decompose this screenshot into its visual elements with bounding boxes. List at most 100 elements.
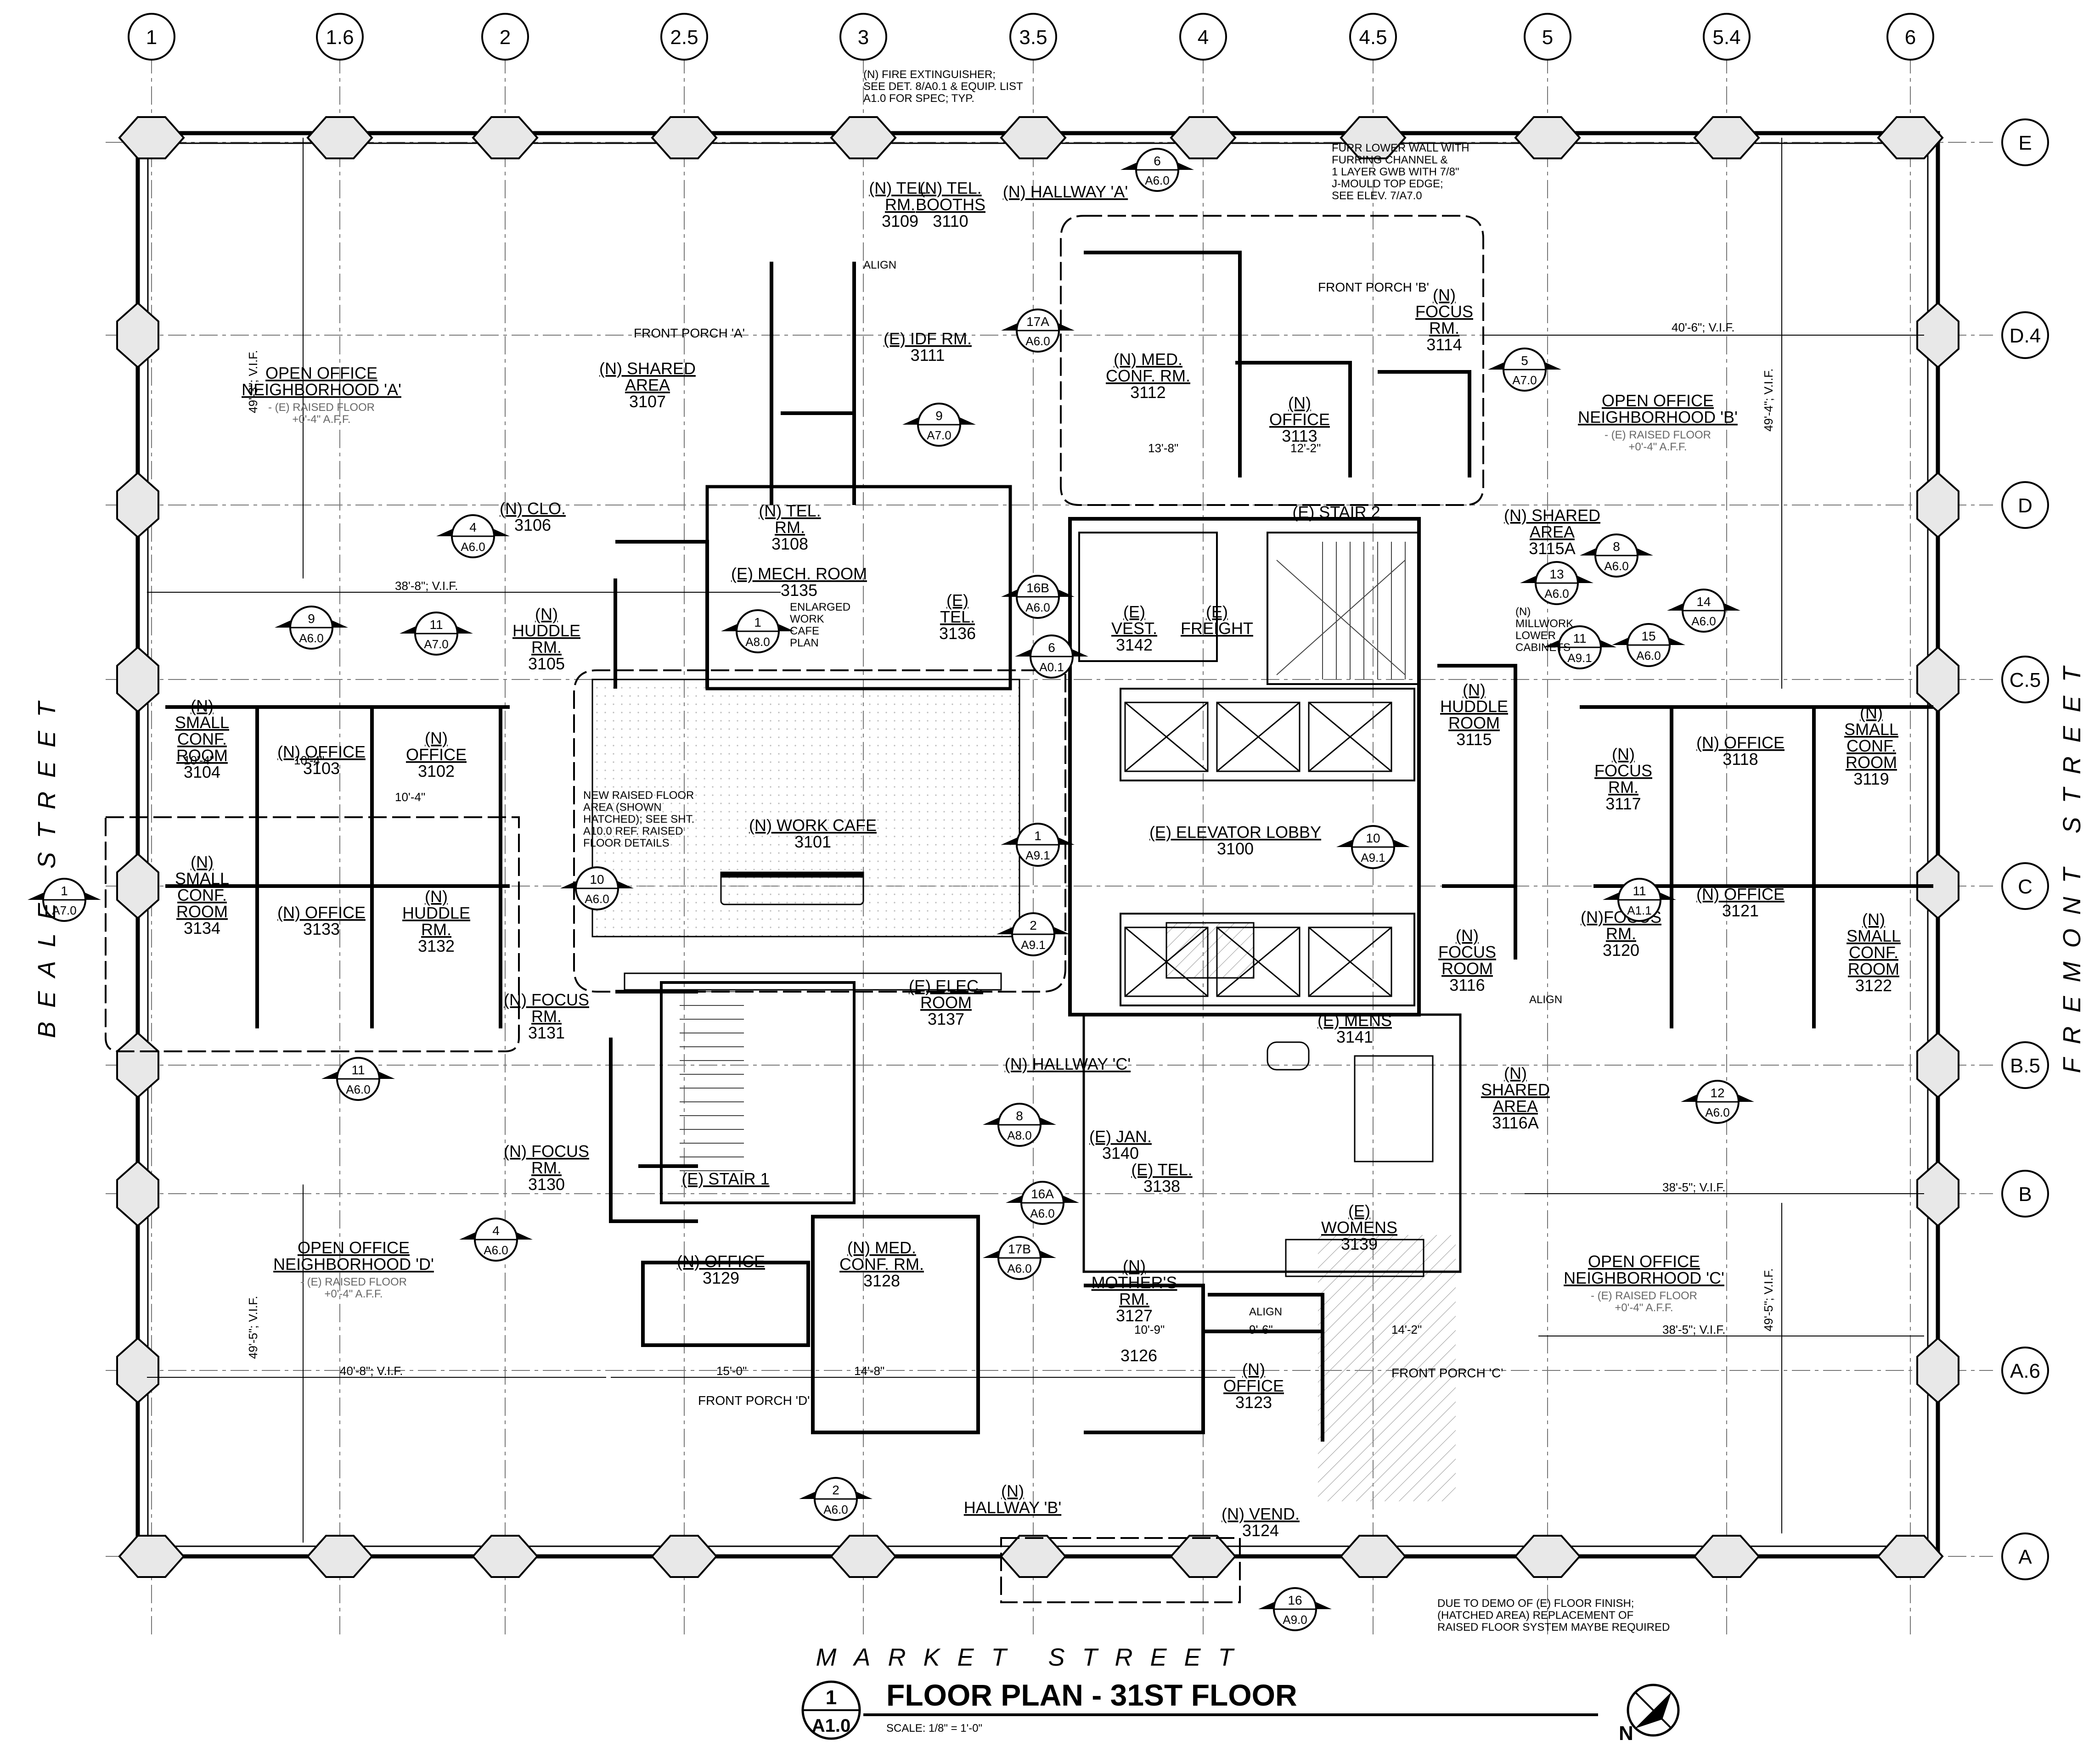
grid-bubble-col-label: 1 <box>146 26 157 49</box>
dim-east-a6: 38'-5"; V.I.F. <box>1662 1323 1726 1336</box>
section-tag-sheet: A6.0 <box>1007 1262 1032 1275</box>
note-align-2: ALIGN <box>1529 994 1562 1006</box>
room-name: (N) <box>191 853 214 871</box>
section-tag: 9A7.0 <box>902 403 976 447</box>
room-name: OPEN OFFICE <box>1602 391 1714 410</box>
room-name: FOCUS <box>1438 943 1496 961</box>
porch-a: FRONT PORCH 'A' <box>634 326 745 340</box>
room-number: 3104 <box>184 763 220 781</box>
column-pier <box>116 853 159 920</box>
grid-bubble-col <box>660 13 708 61</box>
dimension-text: 49'-3"; V.I.F. 38'-8"; V.I.F. 40'-6"; V.… <box>184 320 1775 1378</box>
room-number: 3120 <box>1603 941 1639 960</box>
note-raised-3: HATCHED); SEE SHT. <box>583 813 694 825</box>
room-name: (E) JAN. <box>1089 1127 1152 1146</box>
room-number: 3138 <box>1143 1177 1180 1196</box>
room-name: (N) TEL. <box>869 179 931 197</box>
section-tag-sheet: A0.1 <box>1039 660 1064 674</box>
dim-east-d4: 40'-6"; V.I.F. <box>1672 320 1735 334</box>
section-tag-sheet: A6.0 <box>1025 334 1050 348</box>
section-tag-number: 6 <box>1154 154 1161 168</box>
note-align-3: ALIGN <box>1249 1306 1282 1318</box>
note-raised-5: FLOOR DETAILS <box>583 837 670 849</box>
room-name: AREA <box>625 376 670 394</box>
room-number: 3141 <box>1336 1027 1373 1046</box>
section-tag-sheet: A9.0 <box>1283 1613 1307 1627</box>
section-tag-sheet: A9.1 <box>1361 851 1385 864</box>
room-name: (N) <box>1463 680 1486 699</box>
room-name: FOCUS <box>1594 761 1652 780</box>
grid-bubble-row <box>2001 311 2049 359</box>
section-tag-number: 11 <box>351 1063 365 1077</box>
column-pier <box>1693 116 1760 159</box>
room-name: ROOM <box>1846 753 1897 772</box>
section-tag: 8A6.0 <box>1580 533 1653 578</box>
note-millwork-4: CABINETS <box>1515 641 1571 654</box>
grid-bubble-col <box>839 13 887 61</box>
front-porch-labels: FRONT PORCH 'A' FRONT PORCH 'B' FRONT PO… <box>634 280 1503 1408</box>
grid-bubble-row <box>2001 1532 2049 1580</box>
room-number: 3102 <box>418 762 455 780</box>
dim-east-b5: 38'-5"; V.I.F. <box>1662 1180 1726 1194</box>
title-number: 1 <box>826 1686 837 1709</box>
grid-bubble-col <box>1886 13 1934 61</box>
column-pier <box>116 472 159 539</box>
section-tag-number: 15 <box>1641 629 1655 643</box>
note-extinguisher-2: SEE DET. 8/A0.1 & EQUIP. LIST <box>863 80 1023 93</box>
room-number: 3107 <box>629 392 666 411</box>
room-name: (N) FOCUS <box>504 990 589 1009</box>
elevator-car-x <box>1216 702 1300 772</box>
room-name: FOCUS <box>1415 302 1473 321</box>
room-name: (E) <box>1348 1201 1370 1220</box>
note-raised-1: NEW RAISED FLOOR <box>583 789 694 802</box>
room-name: HUDDLE <box>512 621 580 640</box>
room-name: ROOM <box>176 902 228 921</box>
dim-3128-w: 14'-8" <box>854 1364 884 1378</box>
section-tag-sheet: A6.0 <box>299 631 324 645</box>
room-name: ROOM <box>1848 960 1899 978</box>
room-name: (E) TEL. <box>1131 1160 1192 1179</box>
dim-3113-w: 12'-2" <box>1290 441 1321 455</box>
grid-bubble-row-label: C.5 <box>2010 669 2041 691</box>
room-number: 3101 <box>794 832 831 851</box>
grid-bubble-col-label: 1.6 <box>326 26 354 49</box>
note-furr-4: J-MOULD TOP EDGE; <box>1332 178 1443 190</box>
room-number: 3136 <box>939 624 976 643</box>
grid-bubble-row <box>2001 862 2049 910</box>
room-name: (N) <box>1001 1482 1024 1500</box>
room-label-rStair1: (E) STAIR 1 <box>681 1169 769 1188</box>
elevator-car-x <box>1125 702 1208 772</box>
section-tag: 2A9.1 <box>997 912 1070 956</box>
grid-bubble-col <box>316 13 364 61</box>
elevator-car-x <box>1308 702 1392 772</box>
porch-d: FRONT PORCH 'D' <box>698 1393 810 1408</box>
room-name: WOMENS <box>1321 1218 1397 1237</box>
room-name: (N) OFFICE <box>277 903 366 922</box>
room-name: AREA <box>1493 1097 1538 1116</box>
room-name: (N) TEL. <box>759 501 821 520</box>
elevator-cars <box>1124 702 1392 997</box>
section-tag: 8A8.0 <box>983 1103 1056 1147</box>
room-label-rStair2: (E) STAIR 2 <box>1292 503 1380 522</box>
elevator-car-x <box>1308 926 1392 997</box>
room-name: ROOM <box>920 993 972 1012</box>
grid-bubble-row-label: A <box>2018 1546 2032 1568</box>
room-number: 3114 <box>1426 335 1462 354</box>
dim-3103-w: 10'-4" <box>294 753 324 767</box>
grid-bubble-row-label: C <box>2018 876 2032 898</box>
room-label-r3111: (E) IDF RM.3111 <box>884 329 972 365</box>
room-number: 3123 <box>1235 1393 1272 1412</box>
grid-bubble-row-label: D <box>2018 494 2032 517</box>
room-name: (N) TEL. <box>919 179 981 197</box>
room-name: VEST. <box>1111 619 1157 638</box>
room-name: (N) FOCUS <box>504 1142 589 1161</box>
